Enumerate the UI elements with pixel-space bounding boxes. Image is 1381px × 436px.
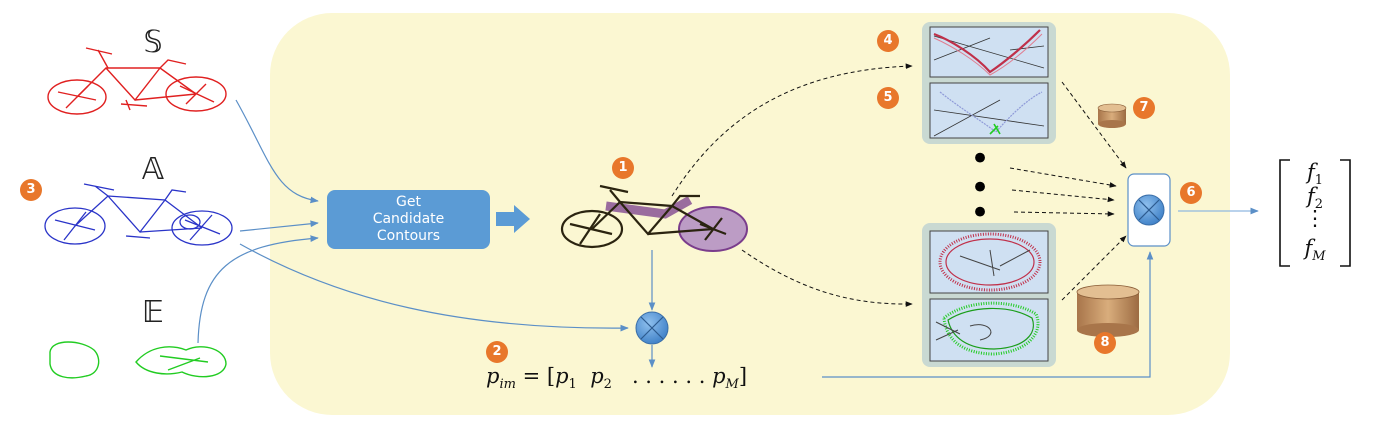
thumb-green-sketch xyxy=(935,301,1040,356)
process-line-2: Candidate xyxy=(372,211,445,227)
formula-pm-sub: M xyxy=(725,377,739,393)
letter-a: 𝔸 xyxy=(142,152,164,187)
cork-cylinder-icon-large xyxy=(1076,284,1140,337)
ellipsis-dot-3: • xyxy=(970,193,990,233)
formula-p1: p xyxy=(555,364,569,388)
badge-3: 3 xyxy=(20,179,42,201)
formula-lhs: p xyxy=(486,364,500,388)
feature-f2: f2 xyxy=(1306,184,1324,213)
letter-e: 𝔼 xyxy=(142,295,164,330)
arrow-formula-to-fusion xyxy=(822,251,1154,378)
thumb-red-sketch xyxy=(938,232,1042,292)
process-line-1: Get xyxy=(396,194,421,210)
formula-p1-sub: 1 xyxy=(568,377,577,393)
badge-5: 5 xyxy=(877,87,899,109)
formula-p2: p xyxy=(590,364,604,388)
dashed-arrow-bottom xyxy=(741,249,913,307)
feature-vdots: ⋮ xyxy=(1304,206,1326,230)
badge-2: 2 xyxy=(486,341,508,363)
dashed-arrow-dot3-to-fusion xyxy=(1013,211,1115,217)
badge-4: 4 xyxy=(877,30,899,52)
formula-pm: p xyxy=(712,364,726,388)
vector-right-bracket xyxy=(1340,159,1351,267)
arrow-a-to-box xyxy=(239,220,319,232)
get-candidate-contours-box: Get Candidate Contours xyxy=(327,190,490,249)
candidate-contours-bicycle xyxy=(560,184,748,252)
badge-8: 8 xyxy=(1094,332,1116,354)
feature-fm: fM xyxy=(1304,236,1326,265)
thumb-4-sketch xyxy=(933,29,1045,76)
formula-p2-sub: 2 xyxy=(603,377,612,393)
dashed-arrow-dot2-to-fusion xyxy=(1011,189,1115,203)
cork-cylinder-icon-small xyxy=(1097,103,1127,128)
feature-f1: f1 xyxy=(1306,160,1324,189)
arrow-e-to-box xyxy=(197,235,319,344)
thumb-5 xyxy=(929,82,1049,139)
arrow-s-to-box xyxy=(235,99,319,204)
badge-6: 6 xyxy=(1180,182,1202,204)
multiply-node-icon xyxy=(635,311,669,345)
ellipsis-dot-1: • xyxy=(970,139,990,179)
probability-formula: pim = [p1 p2 . . . . . . pM] xyxy=(486,364,747,392)
sketch-e-partial xyxy=(49,341,227,379)
thumb-5-sketch xyxy=(933,91,1045,137)
ellipsis-dot-2: • xyxy=(970,168,990,208)
formula-eq: = [ xyxy=(515,364,556,388)
feature-vector: f1 f2 ⋮ fM xyxy=(1275,156,1355,268)
block-arrow xyxy=(496,205,530,233)
badge-1: 1 xyxy=(612,157,634,179)
vector-left-bracket xyxy=(1279,159,1290,267)
thumb-red xyxy=(929,230,1049,294)
arrow-a-to-node2 xyxy=(239,243,629,332)
process-line-3: Contours xyxy=(376,228,441,244)
dashed-arrow-top xyxy=(671,63,913,197)
letter-s: 𝕊 xyxy=(143,25,162,60)
sketch-s-bicycle xyxy=(47,47,227,115)
dashed-arrow-card8-to-fusion xyxy=(1061,235,1127,301)
sketch-a-bicycle xyxy=(44,183,233,246)
formula-close: ] xyxy=(738,364,748,388)
fusion-multiply-icon xyxy=(1133,194,1165,226)
dashed-arrow-card4-to-fusion xyxy=(1061,81,1127,169)
formula-lhs-sub: im xyxy=(499,377,516,393)
dashed-arrow-dot1-to-fusion xyxy=(1009,167,1117,188)
badge-7: 7 xyxy=(1133,97,1155,119)
formula-dots: . . . . . . xyxy=(631,364,706,388)
